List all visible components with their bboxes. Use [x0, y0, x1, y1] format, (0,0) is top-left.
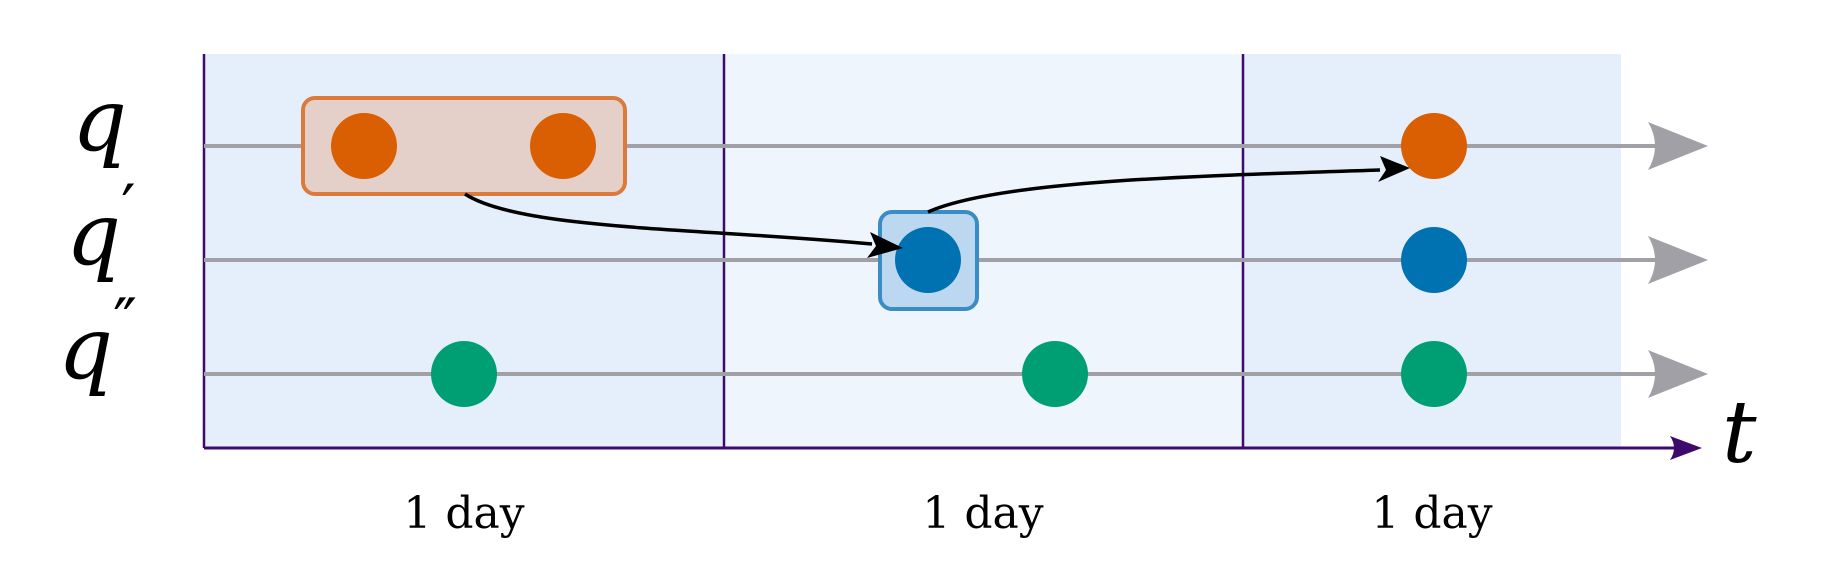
period-2-background — [724, 54, 1243, 448]
event-q-double-prime-3 — [1401, 341, 1467, 407]
arrow-q-group-to-q-prime — [464, 192, 903, 258]
row-label-q-prime: q′ — [66, 172, 136, 285]
event-q-1 — [331, 113, 397, 179]
time-axis — [204, 436, 1702, 460]
event-q-2 — [530, 113, 596, 179]
row-label-q: q — [72, 71, 127, 171]
event-q-prime-1 — [895, 227, 961, 293]
time-axis-label: t — [1722, 383, 1757, 483]
event-q-3 — [1401, 113, 1467, 179]
period-label-1: 1 day — [403, 488, 524, 539]
row-label-q-double-prime: q″ — [58, 286, 137, 399]
period-label-3: 1 day — [1371, 488, 1492, 539]
event-q-double-prime-1 — [431, 341, 497, 407]
event-q-double-prime-2 — [1022, 341, 1088, 407]
period-label-2: 1 day — [922, 488, 1043, 539]
arrow-q-prime-to-q — [927, 156, 1410, 214]
event-q-prime-2 — [1401, 227, 1467, 293]
